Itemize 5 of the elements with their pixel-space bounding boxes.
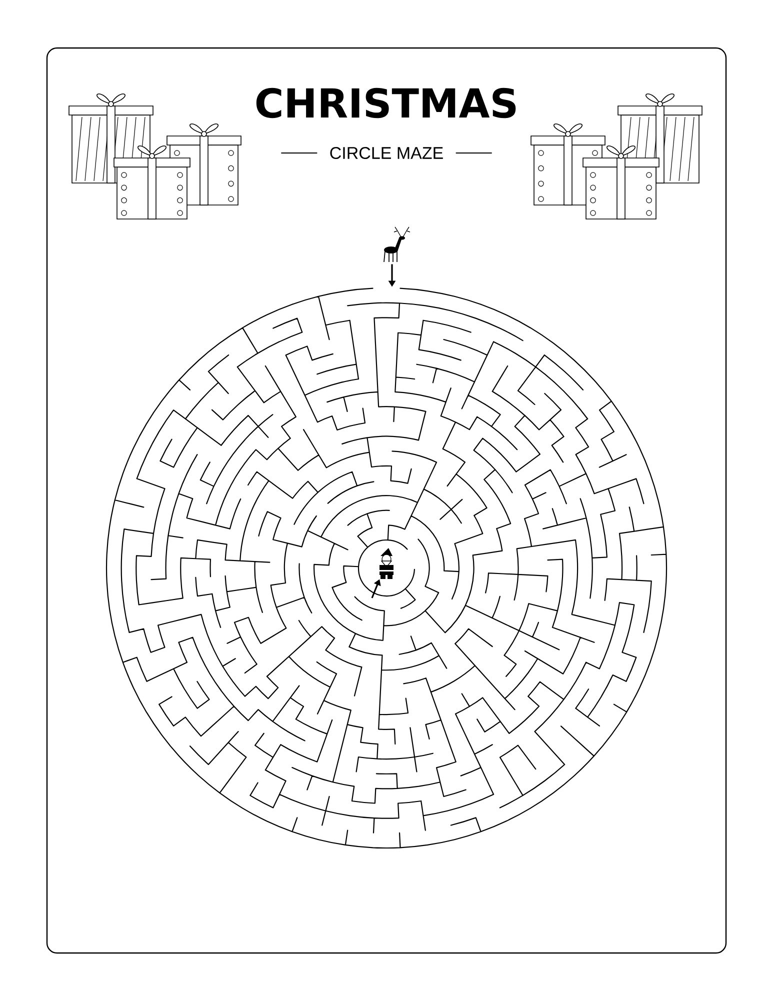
title: CHRISTMAS — [256, 88, 516, 118]
subtitle: CIRCLE MAZE — [330, 146, 443, 160]
santa-drawing — [380, 548, 394, 579]
maze-drawing — [106, 288, 668, 849]
reindeer-drawing — [384, 226, 410, 262]
